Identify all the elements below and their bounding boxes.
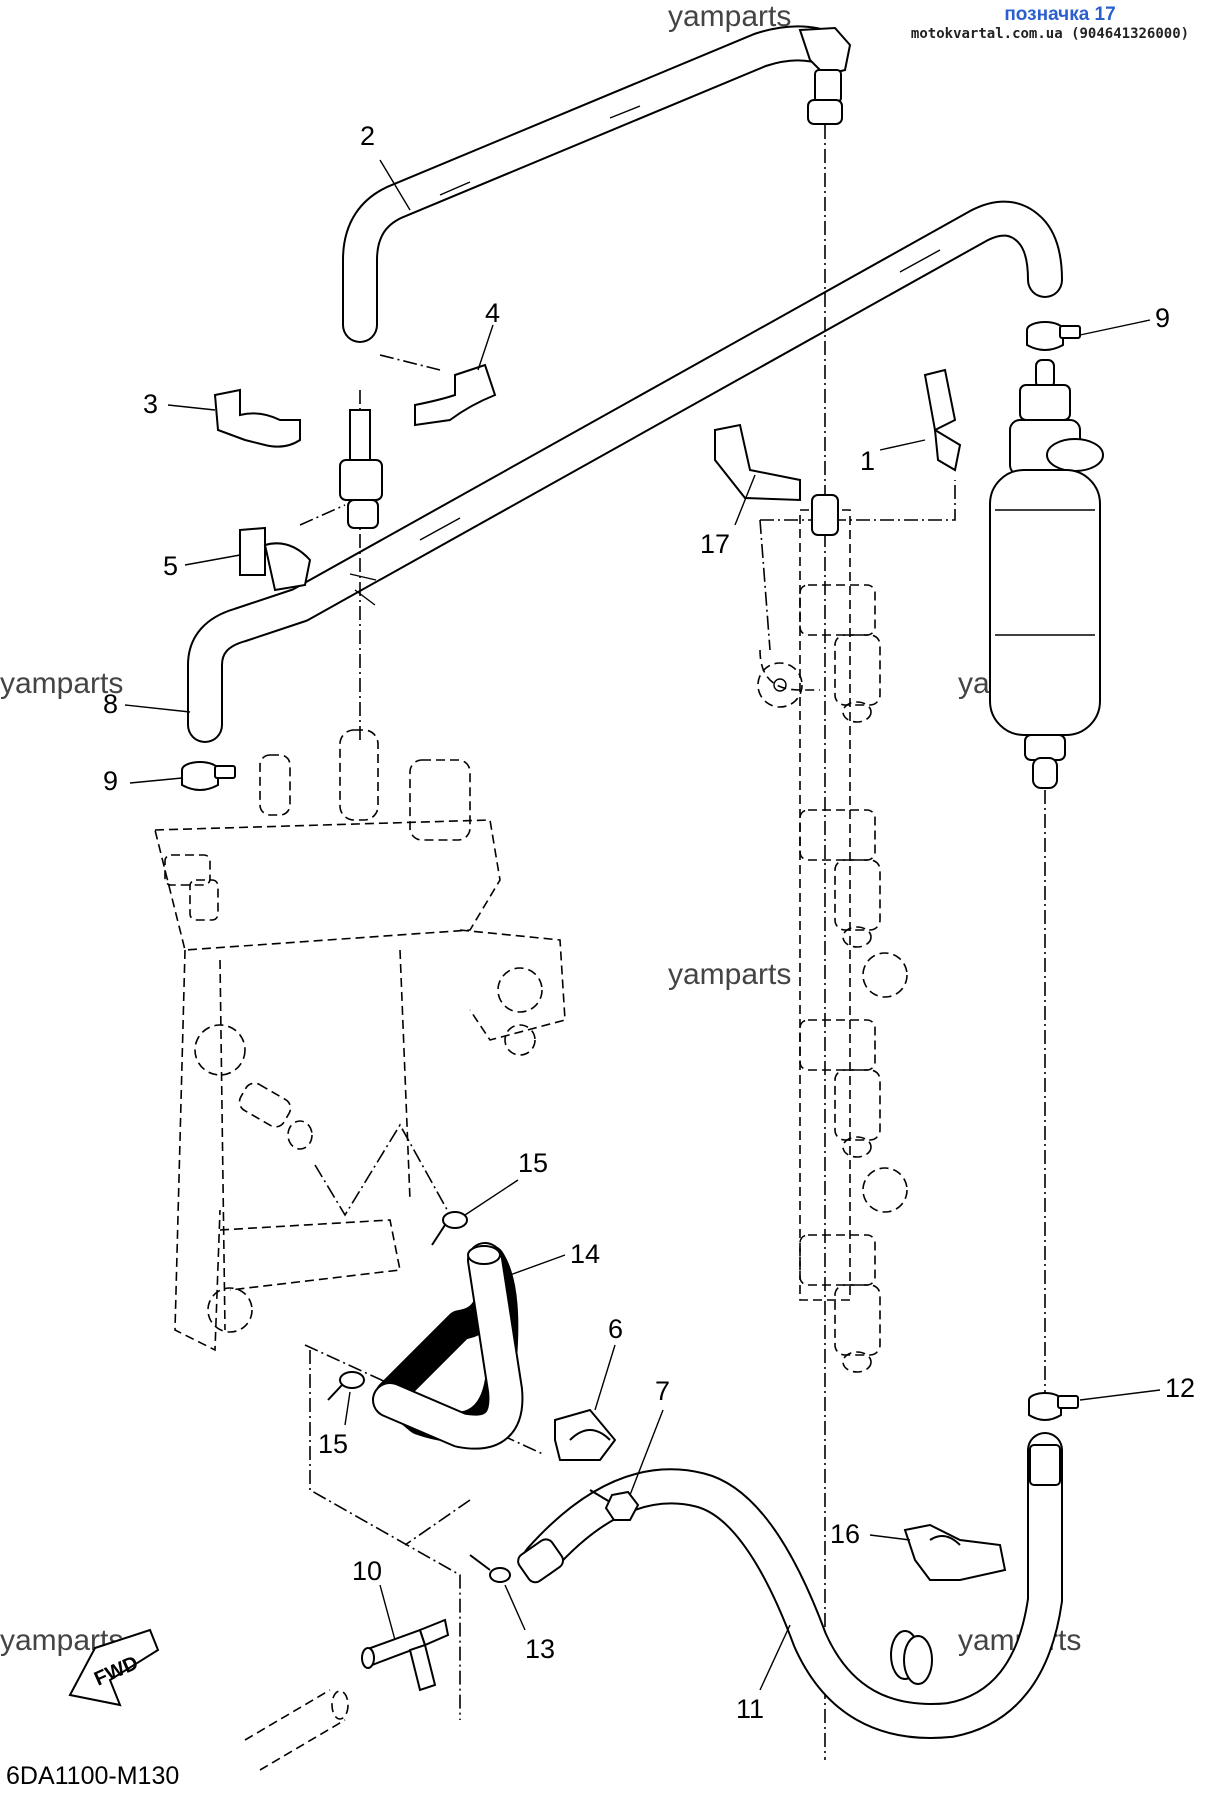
page-title: позначка 17: [1004, 4, 1116, 25]
guide-line: [404, 1499, 471, 1546]
elbow-connector: [339, 409, 383, 529]
watermark: yamparts: [668, 958, 791, 991]
callout-4: 4: [485, 298, 500, 328]
bolt-part-7: [589, 1489, 640, 1521]
callout-3: 3: [143, 389, 158, 419]
source-site-label: motokvartal.com.ua (904641326000): [910, 26, 1190, 42]
watermark: yamparts: [0, 667, 123, 700]
hose-holder-part-17: [714, 423, 801, 502]
injector: [799, 1234, 881, 1373]
watermark: yamparts: [668, 0, 791, 33]
diagram-code: 6DA1100-M130: [6, 1762, 179, 1790]
fuel-rail: [757, 494, 908, 1373]
callout-1: 1: [860, 446, 875, 476]
injector: [799, 1019, 881, 1158]
hose-holder-part-4: [414, 363, 497, 427]
hose-part-2: [342, 25, 833, 343]
clip-part-15: [431, 1211, 468, 1246]
callout-15b: 15: [318, 1429, 348, 1459]
callout-12: 12: [1165, 1373, 1195, 1403]
hose-holder-part-1: [923, 368, 962, 472]
hose-clamp-part-9: [1026, 321, 1081, 351]
callout-9b: 9: [103, 766, 118, 796]
callout-17: 17: [700, 529, 730, 559]
callout-15a: 15: [518, 1148, 548, 1178]
hose-part-14: [372, 1242, 524, 1450]
callout-13: 13: [525, 1634, 555, 1664]
callout-2: 2: [360, 121, 375, 151]
hose-holder-part-16: [903, 1523, 1007, 1581]
hose-clamp-part-12: [1028, 1392, 1079, 1421]
callout-7: 7: [655, 1376, 670, 1406]
callout-14: 14: [570, 1239, 600, 1269]
guide-line: [760, 480, 956, 521]
guide-line: [759, 519, 771, 651]
guide-line: [379, 354, 441, 371]
hose-part-11: [517, 1432, 1063, 1739]
callout-10: 10: [352, 1556, 382, 1586]
hose-clamp-part-9: [181, 761, 236, 791]
hose-part-8: [187, 200, 1063, 743]
guide-line: [309, 1350, 461, 1720]
injector: [799, 809, 881, 948]
hose-holder-part-3: [213, 388, 301, 448]
bracket-part-6: [554, 1408, 617, 1461]
clip-part-15: [327, 1371, 365, 1401]
joint-part-10: [361, 1618, 450, 1692]
guide-line: [314, 1123, 451, 1217]
guide-line: [299, 504, 346, 526]
callout-11: 11: [736, 1694, 764, 1724]
injector: [799, 584, 881, 723]
clip-part-13: [469, 1554, 511, 1583]
hose-holder-part-5: [239, 526, 312, 592]
callout-6: 6: [608, 1314, 623, 1344]
callout-5: 5: [163, 551, 178, 581]
callout-8: 8: [103, 689, 118, 719]
engine-block-outline: [153, 729, 566, 1352]
callout-9a: 9: [1155, 303, 1170, 333]
pipe-stub: [244, 1689, 349, 1771]
elbow-connector: [798, 26, 852, 125]
fuel-pump: [989, 359, 1104, 789]
callout-16: 16: [830, 1519, 860, 1549]
